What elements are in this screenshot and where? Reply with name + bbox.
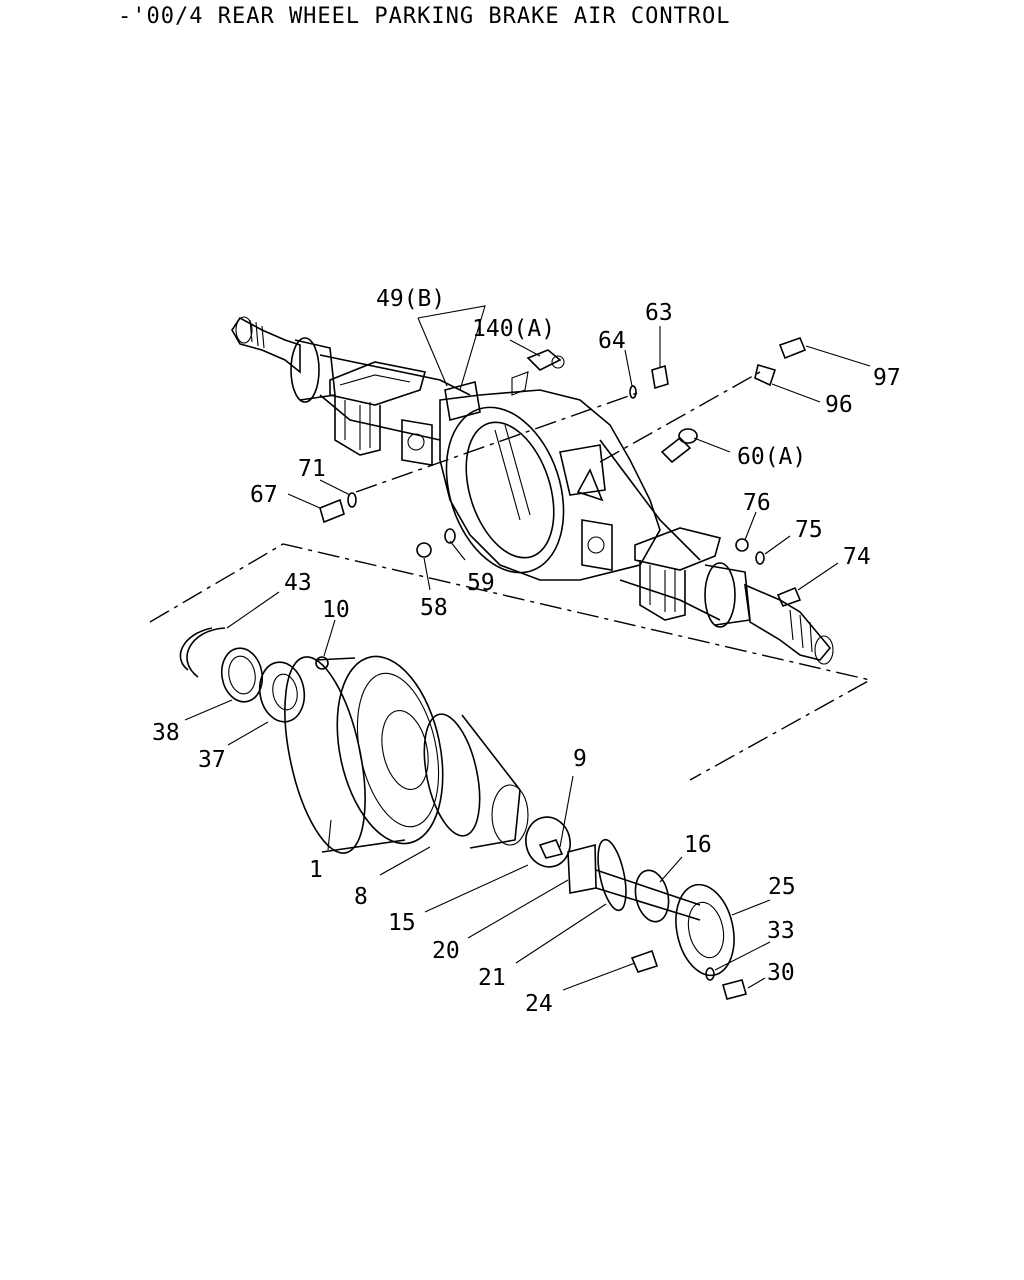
assembly-guide-lines [149,371,872,781]
callout-49b: 49(B) [376,286,445,312]
callout-59: 59 [467,570,495,596]
callout-20: 20 [432,938,460,964]
callout-140a: 140(A) [472,316,555,342]
callout-10: 10 [322,597,350,623]
callout-76: 76 [743,490,771,516]
callout-43: 43 [284,570,312,596]
callout-25: 25 [768,874,796,900]
callout-8: 8 [354,884,368,910]
callout-37: 37 [198,747,226,773]
diagram-title: -'00/4 REAR WHEEL PARKING BRAKE AIR CONT… [118,4,731,29]
callout-74: 74 [843,544,871,570]
leader-lines [184,305,871,991]
callout-16: 16 [684,832,712,858]
axle-housing [231,316,834,665]
callout-96: 96 [825,392,853,418]
callout-60a: 60(A) [737,444,806,470]
callout-30: 30 [767,960,795,986]
callout-21: 21 [478,965,506,991]
callout-9: 9 [573,746,587,772]
wheel-hub-assembly [179,627,747,1000]
callout-64: 64 [598,328,626,354]
callout-15: 15 [388,910,416,936]
callout-1: 1 [309,857,323,883]
callout-63: 63 [645,300,673,326]
callout-67: 67 [250,482,278,508]
callout-75: 75 [795,517,823,543]
callout-24: 24 [525,991,553,1017]
hardware [315,336,807,670]
callout-labels: 49(B) 140(A) 64 63 97 96 60(A) 71 67 76 … [152,286,901,1017]
callout-71: 71 [298,456,326,482]
callout-58: 58 [420,595,448,621]
callout-97: 97 [873,365,901,391]
callout-33: 33 [767,918,795,944]
callout-38: 38 [152,720,180,746]
